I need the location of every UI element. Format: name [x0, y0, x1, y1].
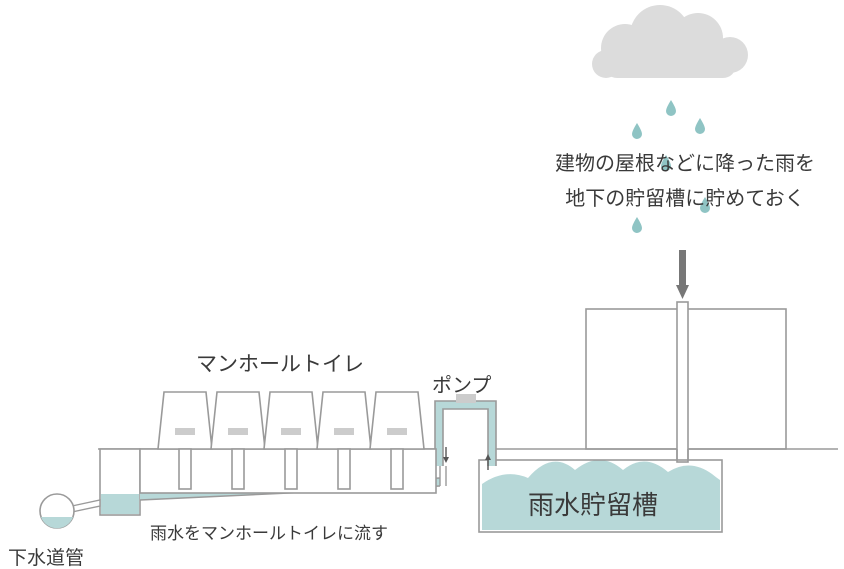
- roof-drain-pipe: [676, 301, 689, 463]
- toilet-booth: [157, 391, 213, 490]
- chamber-water: [101, 494, 139, 514]
- pump-flow-arrows: [443, 447, 491, 470]
- raindrop-icon: [695, 118, 705, 134]
- storage-tank-water: [482, 460, 720, 530]
- rain-note-line-2: 地下の貯留槽に貯めておく: [565, 186, 805, 210]
- raindrop-icon: [666, 100, 676, 116]
- manhole-toilet-label: マンホールトイレ: [196, 352, 364, 376]
- pump-label: ポンプ: [432, 373, 492, 397]
- sewer-pipe-icon: [39, 493, 75, 529]
- toilet-booth: [210, 391, 266, 490]
- toilet-booth: [316, 391, 372, 490]
- raindrop-icon: [661, 155, 671, 171]
- sewer-connection: [71, 499, 101, 513]
- storage-tank: [478, 459, 723, 533]
- raindrop-icon: [632, 123, 642, 139]
- sewer-pipe-label: 下水道管: [8, 547, 85, 569]
- manhole-toilets: [139, 391, 437, 494]
- raindrop-icon: [632, 217, 642, 233]
- storage-tank-label: 雨水貯留槽: [528, 491, 659, 521]
- raindrop-icon: [700, 197, 710, 213]
- raindrops: [632, 100, 710, 233]
- cloud-icon: [592, 5, 748, 78]
- arrow-down-icon: [676, 250, 689, 299]
- pump-unit: [456, 394, 476, 403]
- drain-to-tank-pipe: [676, 449, 689, 460]
- rain-note-line-1: 建物の屋根などに降った雨を: [555, 151, 815, 175]
- flow-label: 雨水をマンホールトイレに流す: [150, 524, 388, 544]
- rain-note: 建物の屋根などに降った雨を 地下の貯留槽に貯めておく: [520, 146, 844, 216]
- pump-pipe: [434, 394, 497, 466]
- toilet-booth: [369, 391, 425, 490]
